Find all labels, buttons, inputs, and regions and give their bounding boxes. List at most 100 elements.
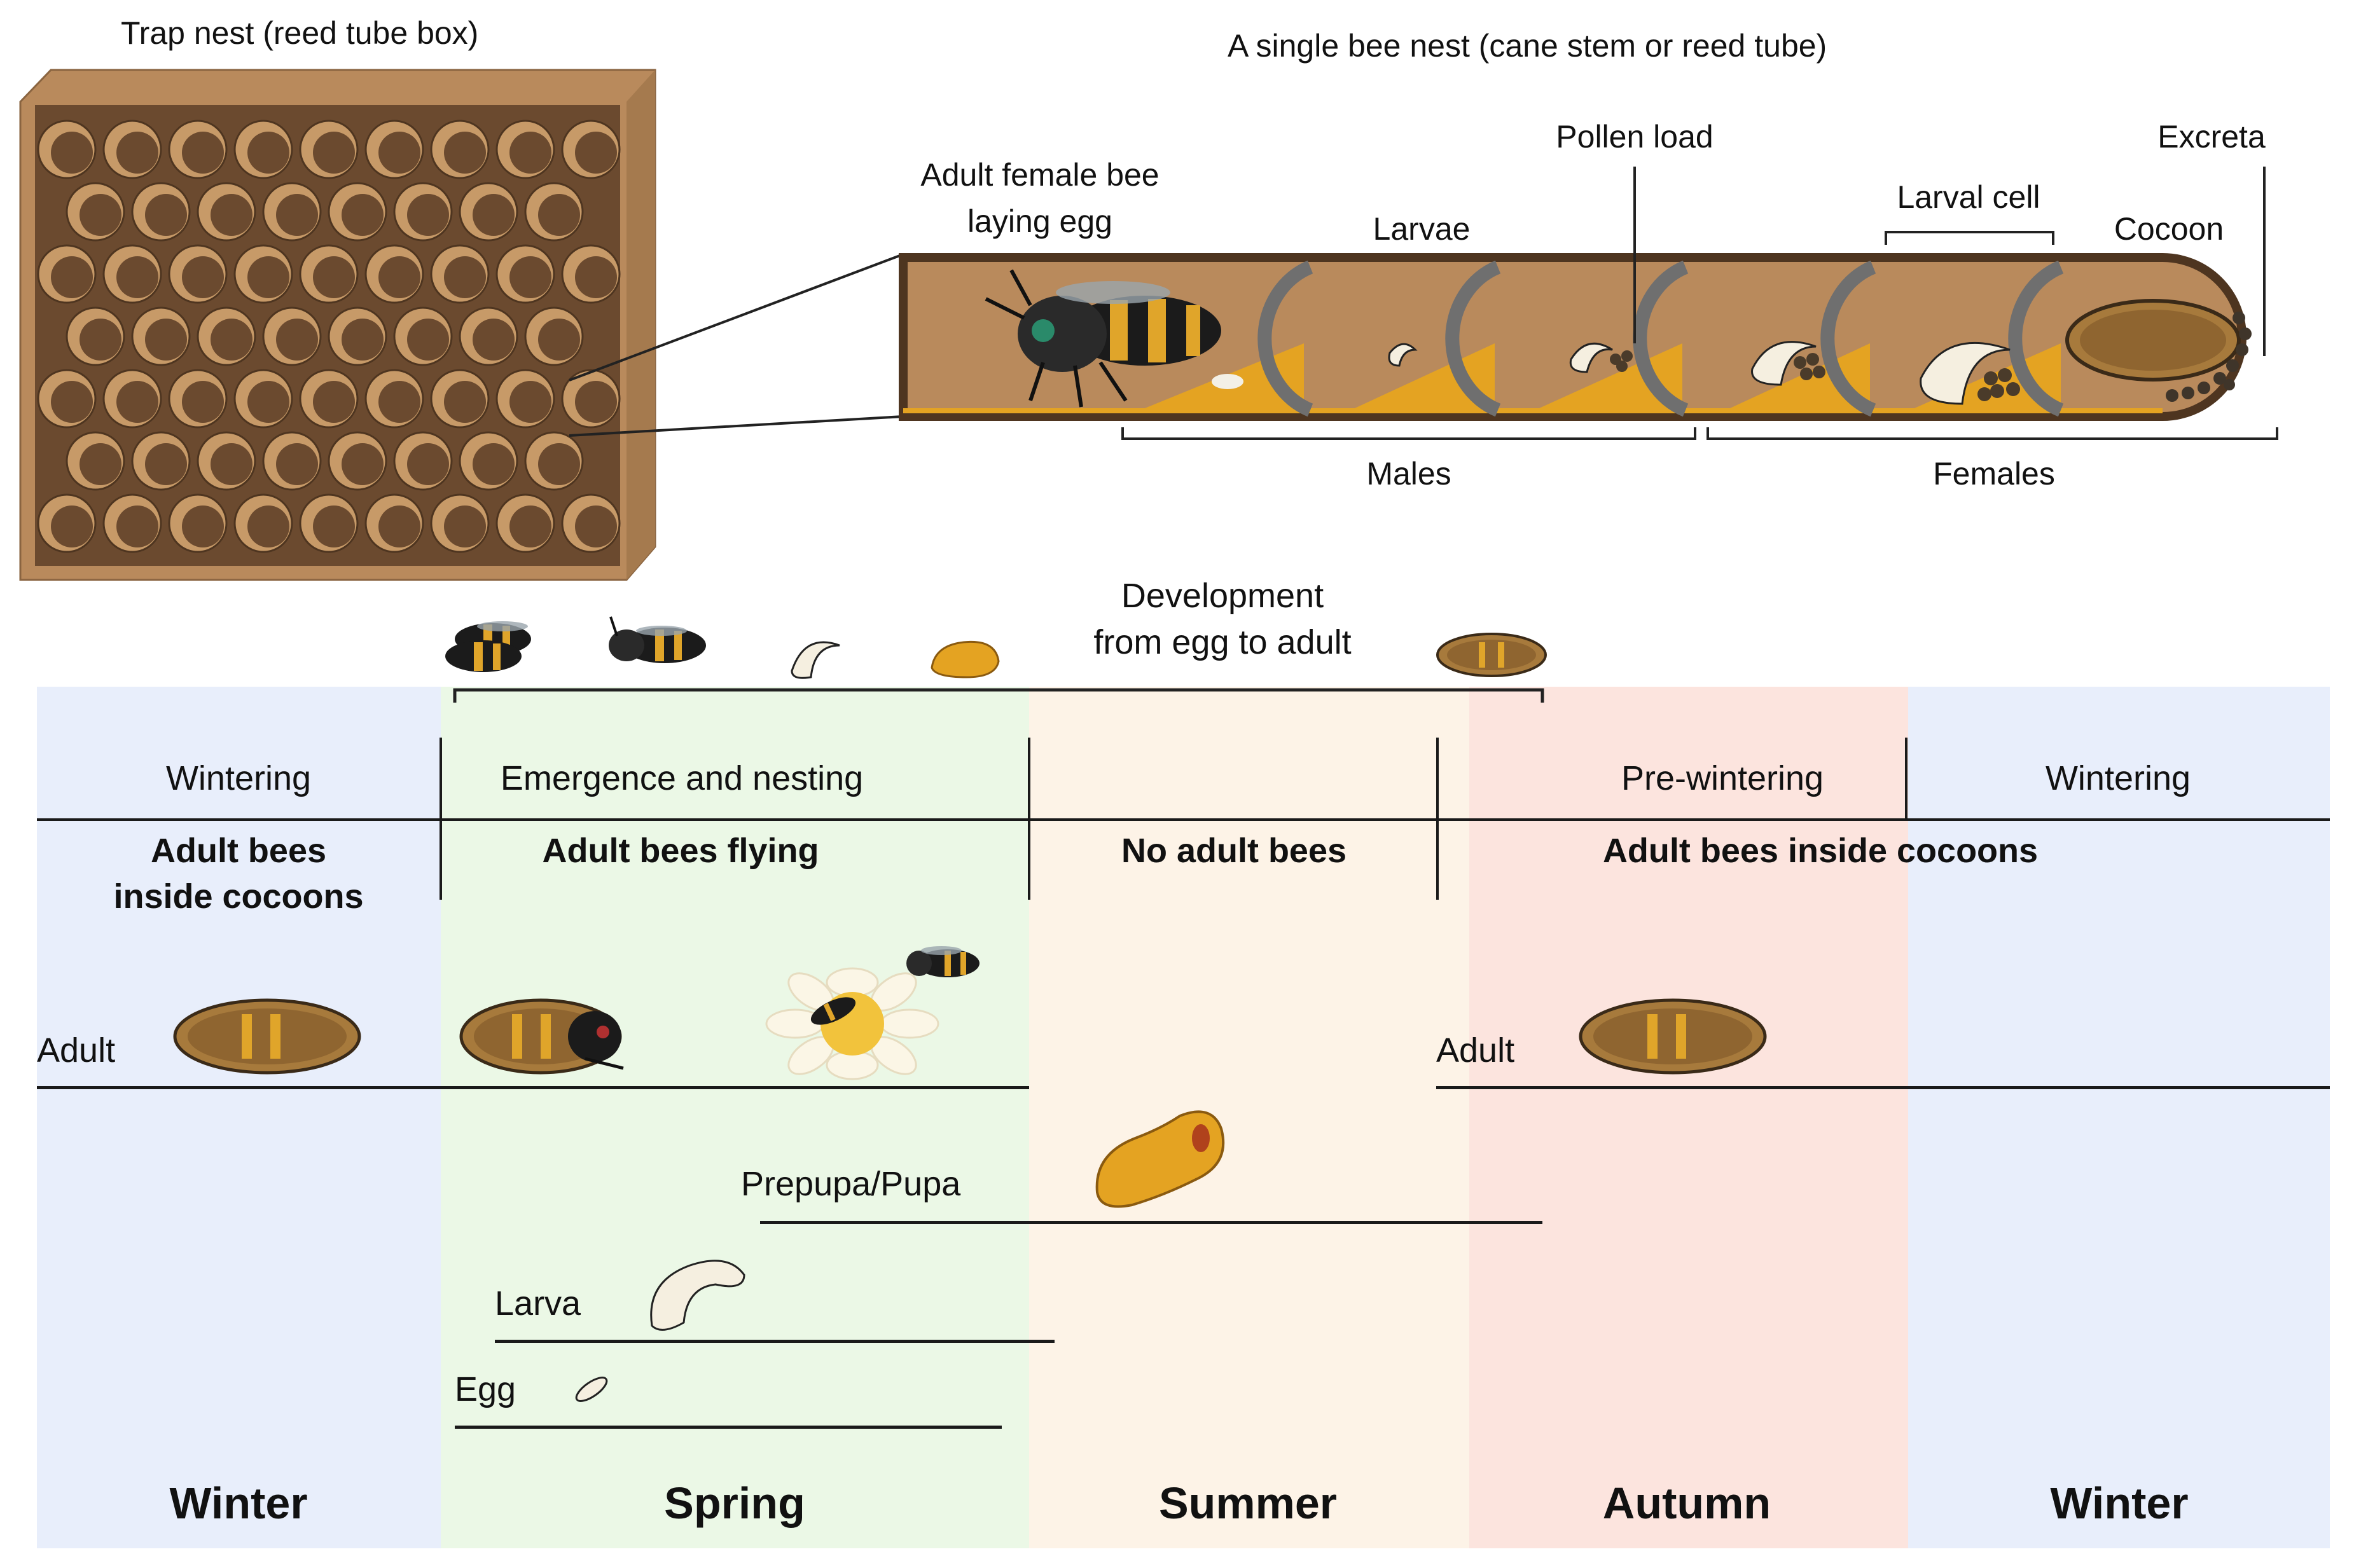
stage-prepupa: Prepupa/Pupa — [741, 1165, 961, 1203]
reed-tube-hole — [276, 194, 318, 236]
reed-tube-hole — [509, 505, 551, 547]
status-no-adults: No adult bees — [1121, 832, 1347, 870]
prepupa-icon — [1095, 1110, 1225, 1208]
reed-tube-hole — [473, 319, 515, 361]
larva-stage-icon — [650, 1260, 745, 1331]
label-adult-female-1: Adult female bee — [920, 157, 1160, 193]
prepupa-line — [760, 1221, 1542, 1224]
stage-larva: Larva — [495, 1284, 581, 1323]
development-bracket — [453, 688, 1544, 703]
reed-tube-hole — [342, 443, 384, 485]
phase-wintering-right: Wintering — [2045, 759, 2191, 797]
reed-tube-hole — [247, 132, 289, 174]
phase-separator-4 — [1905, 738, 1907, 820]
label-pollen-load: Pollen load — [1556, 119, 1714, 155]
reed-tube-hole — [444, 132, 486, 174]
bee-pair-icon — [445, 621, 531, 672]
label-larvae: Larvae — [1373, 211, 1471, 247]
reed-tube-hole — [407, 194, 449, 236]
reed-tube-hole — [342, 319, 384, 361]
reed-tube-hole — [575, 505, 617, 547]
reed-tube-hole — [116, 256, 158, 298]
season-winter-left: Winter — [169, 1478, 308, 1528]
reed-tube-hole — [80, 443, 121, 485]
reed-tube-hole — [509, 381, 551, 423]
reed-tube-hole — [509, 132, 551, 174]
reed-tube-hole — [509, 256, 551, 298]
trap-nest-title: Trap nest (reed tube box) — [121, 15, 479, 51]
reed-tube-hole — [211, 443, 253, 485]
reed-tube-hole — [378, 381, 420, 423]
reed-tube-hole — [575, 381, 617, 423]
reed-tube-hole — [407, 319, 449, 361]
adult-female-bee — [985, 269, 1243, 408]
winter-band-right — [1908, 687, 2330, 1548]
reed-tube-hole — [342, 194, 384, 236]
reed-tube-hole — [276, 443, 318, 485]
status-winter-left-1: Adult bees — [150, 832, 327, 870]
phase-emergence: Emergence and nesting — [500, 759, 864, 797]
reed-tube-hole — [145, 319, 187, 361]
reed-tube-hole — [247, 381, 289, 423]
stage-egg: Egg — [455, 1370, 516, 1408]
phase-separator-1 — [440, 738, 442, 900]
reed-tube-hole — [211, 319, 253, 361]
status-winter-left-2: inside cocoons — [113, 877, 364, 916]
season-winter-right: Winter — [2050, 1478, 2189, 1528]
reed-tube-hole — [575, 256, 617, 298]
reed-tube-hole — [51, 505, 93, 547]
reed-tube-hole — [182, 256, 224, 298]
season-autumn: Autumn — [1602, 1478, 1771, 1528]
season-summer: Summer — [1158, 1478, 1338, 1528]
cocoon-adult-icon-left — [173, 998, 361, 1075]
reed-tube-hole — [51, 132, 93, 174]
reed-tube-hole — [378, 132, 420, 174]
phase-separator-3 — [1436, 738, 1439, 900]
nest-annotation-lines — [1121, 167, 2278, 440]
status-flying: Adult bees flying — [542, 832, 819, 870]
reed-tube-hole — [116, 381, 158, 423]
season-spring: Spring — [664, 1478, 805, 1528]
reed-tube-hole — [145, 443, 187, 485]
reed-tube-hole — [182, 132, 224, 174]
reed-tube-hole — [538, 319, 580, 361]
reed-tube-hole — [80, 194, 121, 236]
larva-icon — [791, 641, 840, 679]
label-cocoon: Cocoon — [2114, 211, 2224, 247]
reed-tube-hole — [276, 319, 318, 361]
cocoon-icon — [1436, 633, 1547, 677]
label-excreta: Excreta — [2157, 119, 2266, 155]
label-larval-cell: Larval cell — [1897, 179, 2040, 215]
single-nest-title: A single bee nest (cane stem or reed tub… — [1228, 28, 1827, 64]
reed-tube-hole — [116, 132, 158, 174]
winter-band-left — [37, 687, 441, 1548]
phase-wintering-left: Wintering — [165, 759, 312, 797]
reed-tube-hole — [407, 443, 449, 485]
reed-tube-hole — [473, 443, 515, 485]
pupa-icon — [931, 640, 1000, 678]
zoom-lines — [569, 253, 904, 437]
reed-tube-hole — [575, 132, 617, 174]
emerging-bee-icon — [459, 998, 624, 1075]
cocoon-adult-icon-right — [1579, 998, 1767, 1075]
spring-band — [441, 687, 1029, 1548]
reed-tube-hole — [116, 505, 158, 547]
status-autumn: Adult bees inside cocoons — [1602, 832, 2039, 870]
flower-with-bees-icon — [765, 946, 980, 1080]
reed-tube-hole — [378, 505, 420, 547]
phase-divider-line — [37, 818, 2330, 821]
reed-tube-hole — [211, 194, 253, 236]
development-label-2: from egg to adult — [1093, 623, 1352, 661]
reed-tube — [899, 253, 2252, 421]
reed-tube-hole — [444, 256, 486, 298]
stage-adult-left: Adult — [37, 1031, 116, 1069]
reed-tube-hole — [538, 194, 580, 236]
adult-line-left — [37, 1086, 1029, 1089]
reed-tube-hole — [444, 381, 486, 423]
summer-band — [1029, 687, 1469, 1548]
phase-pre-wintering: Pre-wintering — [1621, 759, 1824, 797]
reed-tube-hole — [313, 256, 355, 298]
label-females: Females — [1933, 456, 2055, 492]
bee-icon — [609, 616, 706, 663]
reed-tube-hole — [51, 256, 93, 298]
